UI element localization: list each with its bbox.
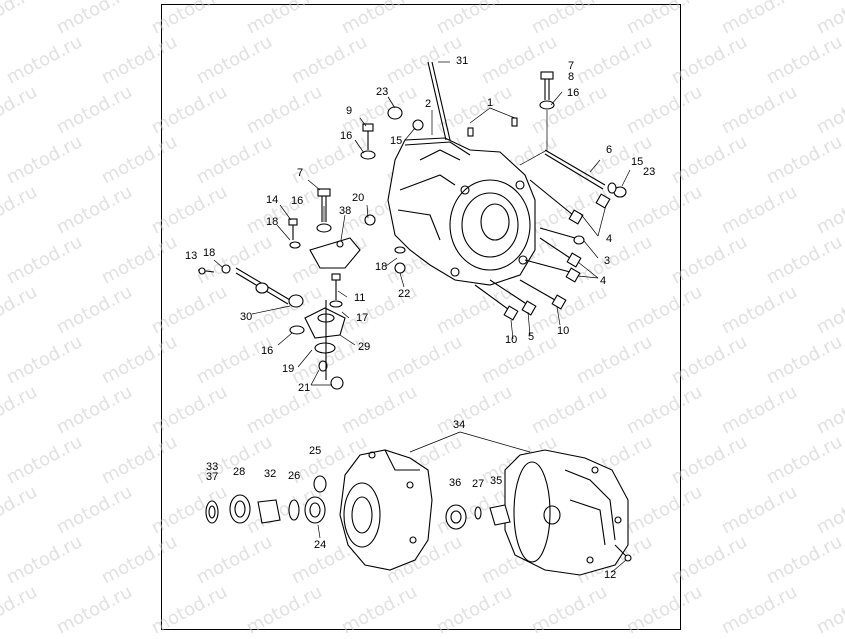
- callout-16: 16: [340, 130, 353, 142]
- callout-29: 29: [358, 341, 371, 353]
- callout-16: 16: [261, 345, 274, 357]
- callout-23: 23: [376, 86, 389, 98]
- callout-10: 10: [505, 334, 518, 346]
- callout-21: 21: [298, 382, 311, 394]
- callout-15: 15: [390, 135, 403, 147]
- upper-housing: [387, 137, 536, 286]
- callout-20: 20: [352, 192, 365, 204]
- callout-11: 11: [354, 292, 366, 304]
- callout-7: 7: [568, 60, 575, 72]
- callout-28: 28: [233, 466, 246, 478]
- callout-8: 8: [568, 71, 575, 83]
- lower-right-housing: [504, 449, 629, 576]
- callout-7: 7: [297, 167, 304, 179]
- callout-19: 19: [282, 363, 295, 375]
- callout-23: 23: [643, 166, 656, 178]
- callout-33: 33: [206, 461, 219, 473]
- upper-left-fasteners: [360, 106, 518, 160]
- callout-34: 34: [453, 419, 466, 431]
- callout-18: 18: [266, 216, 279, 228]
- callout-16: 16: [291, 195, 304, 207]
- callout-9: 9: [346, 105, 353, 117]
- callout-30: 30: [240, 311, 253, 323]
- callout-37: 37: [206, 471, 219, 483]
- callout-15: 15: [631, 156, 644, 168]
- callout-18: 18: [375, 261, 388, 273]
- lower-bearings-seals: [205, 475, 632, 562]
- callout-1: 1: [487, 97, 494, 109]
- callout-14: 14: [266, 194, 279, 206]
- callout-26: 26: [288, 470, 301, 482]
- callout-36: 36: [449, 477, 462, 489]
- top-bolt: [519, 71, 555, 166]
- lower-left-housing: [339, 449, 433, 571]
- callout-18: 18: [203, 247, 216, 259]
- callout-5: 5: [528, 331, 535, 343]
- callout-38: 38: [339, 205, 352, 217]
- right-bolts: [474, 149, 627, 321]
- callout-32: 32: [264, 468, 277, 480]
- callout-17: 17: [356, 312, 369, 324]
- callout-6: 6: [606, 144, 613, 156]
- callout-10: 10: [557, 325, 570, 337]
- callout-25: 25: [309, 445, 322, 457]
- callout-31: 31: [456, 55, 469, 67]
- leader-lines: [213, 61, 631, 573]
- callout-16: 16: [567, 87, 580, 99]
- callout-24: 24: [314, 539, 327, 551]
- dipstick: [427, 61, 451, 141]
- callout-4: 4: [600, 275, 607, 287]
- callout-22: 22: [398, 288, 411, 300]
- mount-assembly: [197, 188, 406, 390]
- callout-3: 3: [604, 255, 611, 267]
- callout-12: 12: [604, 569, 617, 581]
- callout-2: 2: [425, 98, 432, 110]
- callout-13: 13: [185, 250, 198, 262]
- callout-27: 27: [472, 478, 485, 490]
- callout-35: 35: [490, 475, 503, 487]
- callout-4: 4: [606, 233, 613, 245]
